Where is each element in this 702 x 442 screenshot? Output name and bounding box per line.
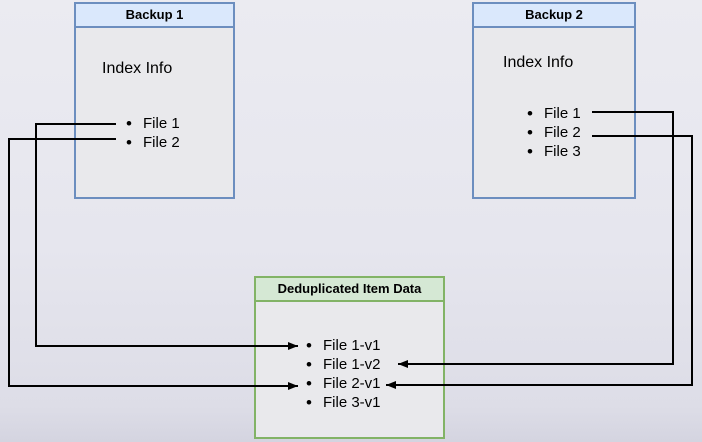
dedup-box: Deduplicated Item Data File 1-v1 File 1-…: [254, 276, 445, 439]
backup2-file-2: File 2: [527, 123, 581, 142]
backup2-file-3: File 3: [527, 142, 581, 161]
backup2-body: Index Info File 1 File 2 File 3: [474, 28, 634, 197]
backup2-box: Backup 2 Index Info File 1 File 2 File 3: [472, 2, 636, 199]
backup1-index-info-label: Index Info: [102, 60, 173, 77]
dedup-file-2-v1: File 2-v1: [306, 374, 381, 393]
backup1-title: Backup 1: [76, 4, 233, 28]
backup2-index-info-label: Index Info: [503, 54, 574, 71]
dedup-body: File 1-v1 File 1-v2 File 2-v1 File 3-v1: [256, 302, 443, 437]
backup2-title: Backup 2: [474, 4, 634, 28]
backup1-file-2: File 2: [126, 133, 180, 152]
dedup-file-1-v1: File 1-v1: [306, 336, 381, 355]
backup2-file-1: File 1: [527, 104, 581, 123]
backup1-file-1: File 1: [126, 114, 180, 133]
backup1-file-list: File 1 File 2: [126, 114, 180, 152]
dedup-title: Deduplicated Item Data: [256, 278, 443, 302]
dedup-file-1-v2: File 1-v2: [306, 355, 381, 374]
backup1-body: Index Info File 1 File 2: [76, 28, 233, 197]
dedup-file-list: File 1-v1 File 1-v2 File 2-v1 File 3-v1: [306, 336, 381, 412]
backup2-file-list: File 1 File 2 File 3: [527, 104, 581, 161]
dedup-file-3-v1: File 3-v1: [306, 393, 381, 412]
backup1-box: Backup 1 Index Info File 1 File 2: [74, 2, 235, 199]
